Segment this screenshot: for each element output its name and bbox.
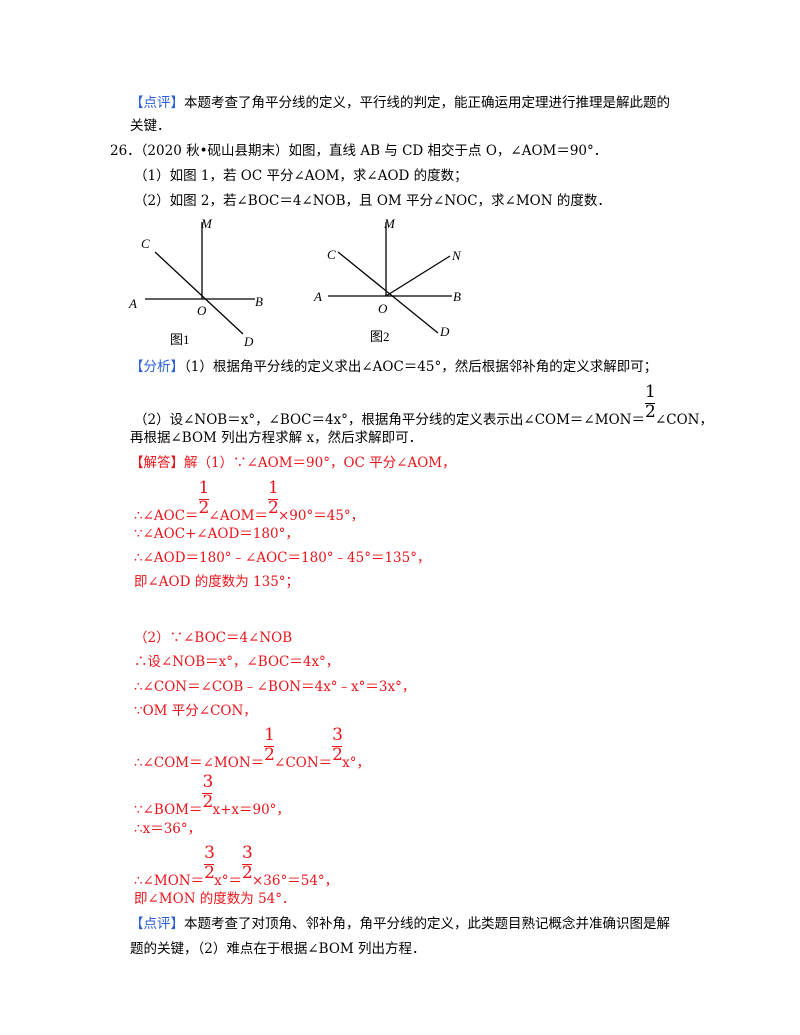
fig1-caption: 图1 (170, 332, 190, 347)
answer2-step-7: ∴x＝36°， (134, 821, 202, 837)
fig1-label-o: O (197, 303, 207, 318)
answer-tag: 【解答】 (130, 455, 184, 471)
fig1-label-a: A (128, 296, 137, 311)
fig2-label-b: B (453, 289, 461, 304)
fig1-label-m: M (200, 216, 213, 231)
figure-2: M C N A O B D 图2 (313, 216, 462, 344)
analysis-line-1: 【分析】（1）根据角平分线的定义求出∠AOC＝45°，然后根据邻补角的定义求解即… (130, 357, 657, 377)
review-paragraph-2: 【点评】本题考查了对顶角、邻补角，角平分线的定义，此类题目熟记概念并准确识图是解 (130, 914, 670, 934)
analysis-text-2-end: ∠CON， (654, 412, 713, 428)
answer-text: 解（1）∵∠AOM＝90°，OC 平分∠AOM， (184, 455, 456, 471)
answer-step-3: ∴∠AOD＝180°﹣∠AOC＝180°﹣45°＝135°， (134, 550, 431, 566)
fig1-label-b: B (255, 294, 263, 309)
review-text: 本题考查了角平分线的定义，平行线的判定，能正确运用定理进行推理是解此题的 (184, 95, 670, 111)
answer-step-2: ∵∠AOC+∠AOD＝180°， (134, 526, 299, 542)
answer-line-1: 【解答】解（1）∵∠AOM＝90°，OC 平分∠AOM， (130, 453, 456, 473)
fig1-label-d: D (243, 334, 254, 349)
review-paragraph-1: 【点评】本题考查了角平分线的定义，平行线的判定，能正确运用定理进行推理是解此题的 (130, 93, 670, 113)
fig1-label-c: C (141, 236, 150, 251)
review-text-2: 本题考查了对顶角、邻补角，角平分线的定义，此类题目熟记概念并准确识图是解 (184, 916, 670, 932)
review-tag: 【点评】 (130, 95, 184, 111)
analysis-text-2: （2）设∠NOB＝x°，∠BOC＝4x°，根据角平分线的定义表示出∠COM＝∠M… (134, 412, 645, 428)
analysis-line-3: 再根据∠BOM 列出方程求解 x，然后求解即可． (130, 430, 423, 446)
fig2-label-c: C (327, 247, 336, 262)
answer2-step-2: ∴设∠NOB＝x°，∠BOC＝4x°， (134, 654, 340, 670)
answer2-step-3: ∴∠CON＝∠COB﹣∠BON＝4x°﹣x°＝3x°， (134, 679, 416, 695)
fig2-label-m: M (383, 216, 396, 231)
answer2-step-4: ∵OM 平分∠CON， (134, 703, 257, 719)
fig2-label-n: N (451, 248, 462, 263)
fig2-label-o: O (378, 301, 388, 316)
question-26-part2: （2）如图 2，若∠BOC＝4∠NOB，且 OM 平分∠NOC，求∠MON 的度… (134, 193, 611, 209)
fig2-caption: 图2 (370, 329, 390, 344)
analysis-tag: 【分析】 (130, 359, 184, 375)
answer2-step-1: （2）∵∠BOC＝4∠NOB (134, 630, 293, 646)
analysis-text: （1）根据角平分线的定义求出∠AOC＝45°，然后根据邻补角的定义求解即可； (184, 359, 658, 375)
question-26-part1: （1）如图 1，若 OC 平分∠AOM，求∠AOD 的度数； (134, 168, 468, 184)
analysis-line-2: （2）设∠NOB＝x°，∠BOC＝4x°，根据角平分线的定义表示出∠COM＝∠M… (134, 382, 713, 430)
fig2-label-d: D (439, 324, 450, 339)
figure-1: M C A O B D 图1 (128, 216, 263, 349)
review-tag-2: 【点评】 (130, 916, 184, 932)
answer-step-4: 即∠AOD 的度数为 135°； (134, 574, 300, 590)
review-text-2-cont: 题的关键，（2）难点在于根据∠BOM 列出方程． (130, 941, 426, 957)
answer2-step-9: 即∠MON 的度数为 54°． (134, 891, 296, 907)
question-26: 26．（2020 秋•砚山县期末）如图，直线 AB 与 CD 相交于点 O，∠A… (110, 143, 608, 159)
review-text-cont: 关键． (130, 118, 171, 134)
fig2-label-a: A (313, 289, 322, 304)
